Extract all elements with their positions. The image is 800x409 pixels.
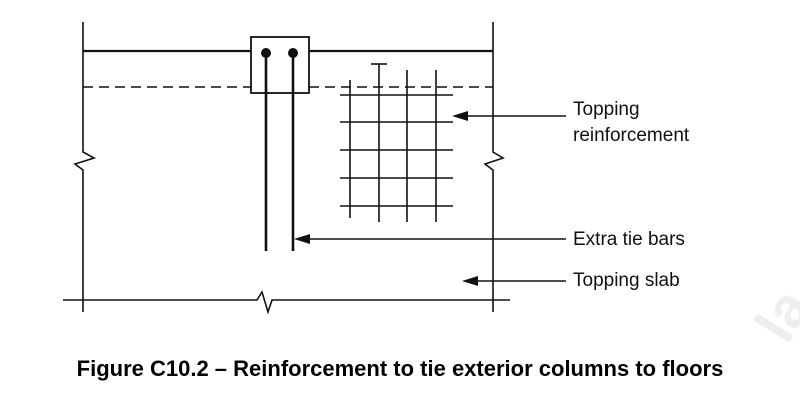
label-topping-slab: Topping slab	[573, 270, 680, 291]
reinforcement-mesh	[340, 63, 453, 222]
label-extra-tie-bars: Extra tie bars	[573, 229, 685, 250]
right-wall	[483, 22, 505, 312]
arrowhead	[294, 234, 310, 244]
slab-bottom-line	[63, 290, 510, 315]
arrowhead	[462, 276, 478, 286]
slab-outline	[63, 22, 510, 315]
left-wall	[73, 22, 97, 312]
label-topping-reinforcement-1: Topping	[573, 99, 640, 120]
tie-box	[250, 36, 310, 94]
column-tie	[250, 36, 310, 251]
figure-caption: Figure C10.2 – Reinforcement to tie exte…	[76, 356, 724, 381]
arrowhead	[452, 111, 468, 121]
label-topping-reinforcement-2: reinforcement	[573, 125, 690, 146]
leader-arrows	[294, 111, 566, 286]
